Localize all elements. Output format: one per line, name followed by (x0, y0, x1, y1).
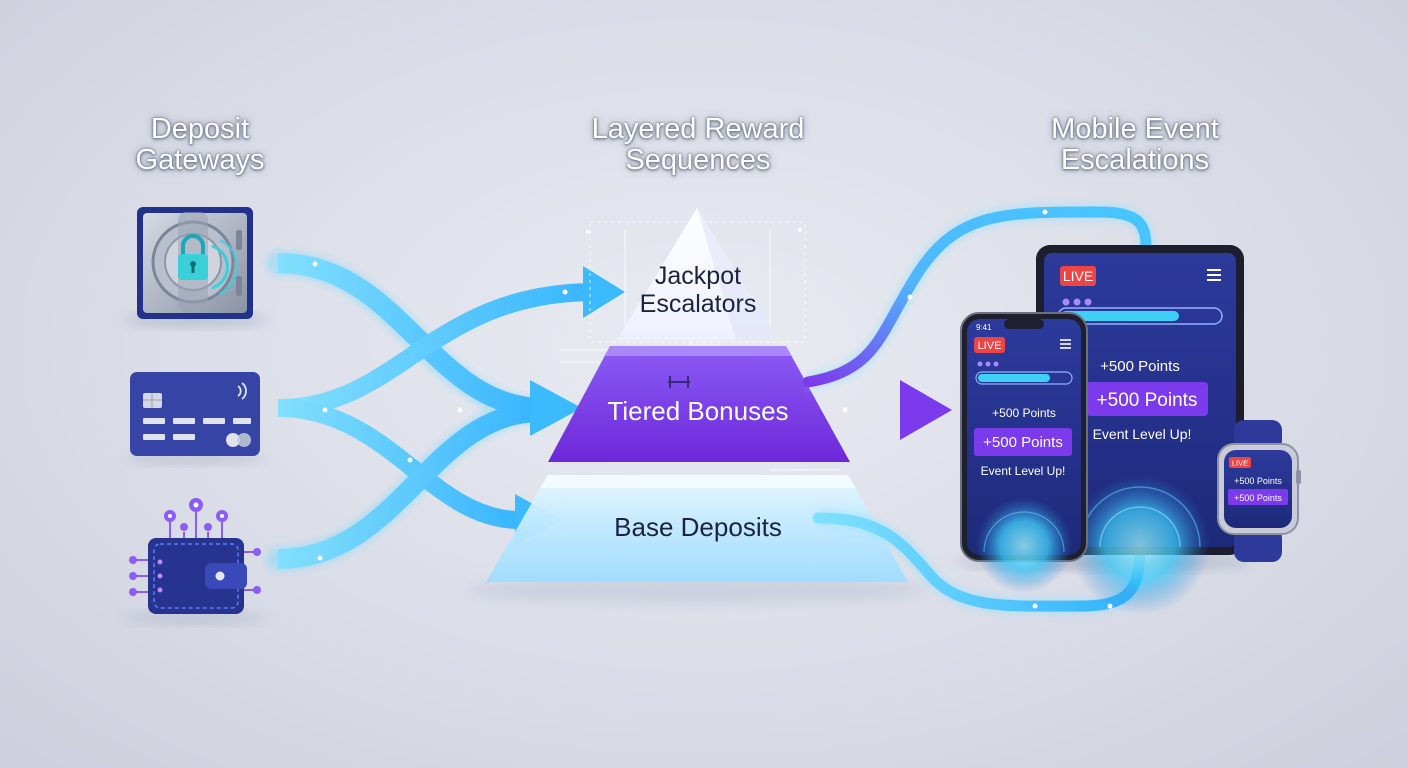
sparkles (312, 261, 568, 561)
deposit-flows (266, 251, 625, 571)
vault-lock-icon (123, 207, 267, 327)
watch-points-button: +500 Points (1234, 493, 1282, 503)
arrowhead (530, 380, 582, 436)
flow-vault-to-bonus (277, 253, 541, 418)
layered-reward-title: Layered Reward Sequences (548, 114, 848, 176)
tablet-level-text: Event Level Up! (1093, 426, 1192, 442)
tablet-menu-icon (1207, 269, 1221, 281)
watch-device: LIVE +500 Points +500 Points (1217, 420, 1301, 562)
arrowhead (583, 266, 625, 318)
phone-level-text: Event Level Up! (981, 464, 1066, 478)
title-line: Gateways (135, 144, 265, 176)
title-line: Deposit (150, 113, 250, 145)
reward-pyramid (467, 208, 927, 604)
phone-points-text: +500 Points (992, 406, 1056, 420)
phone-live-badge: LIVE (978, 340, 1002, 352)
phone-progress-bar (975, 371, 1073, 385)
tablet-device: LIVE +500 Points +500 Points Event Level… (1030, 245, 1250, 615)
crypto-wallet-icon (123, 498, 267, 624)
svg-text:9:41: 9:41 (976, 323, 992, 332)
tier-line: Jackpot (654, 262, 742, 290)
phone-menu-icon (1060, 339, 1071, 349)
credit-card-icon (125, 372, 265, 464)
tablet-points-button: +500 Points (1097, 390, 1198, 411)
flow-wallet-to-bonus (277, 402, 541, 569)
tiered-bonuses-tier (548, 346, 850, 462)
base-deposits-tier (486, 475, 908, 582)
tablet-live-badge: LIVE (1063, 268, 1093, 284)
watch-live-badge: LIVE (1232, 459, 1248, 468)
tablet-points-text: +500 Points (1100, 358, 1180, 375)
title-line: Mobile Event (1051, 113, 1219, 145)
flow-up-to-tablet (802, 206, 1152, 388)
deposit-gateways-title: Deposit Gateways (90, 114, 310, 176)
phone-device: 9:41 LIVE +500 Points +500 Points Event … (956, 312, 1092, 593)
mobile-events-title: Mobile Event Escalations (1010, 114, 1260, 176)
title-line: Sequences (625, 144, 771, 176)
base-deposits-label: Base Deposits (614, 512, 782, 542)
title-line: Layered Reward (591, 113, 805, 145)
arrowhead (900, 380, 952, 440)
title-line: Escalations (1060, 144, 1210, 176)
phone-points-button: +500 Points (983, 434, 1063, 451)
flow-card-to-base (277, 399, 521, 529)
jackpot-escalators-label: Jackpot Escalators (618, 262, 778, 318)
tier-line: Escalators (639, 290, 757, 318)
tiered-bonuses-label: Tiered Bonuses (607, 396, 789, 426)
watch-points-text: +500 Points (1234, 476, 1282, 486)
